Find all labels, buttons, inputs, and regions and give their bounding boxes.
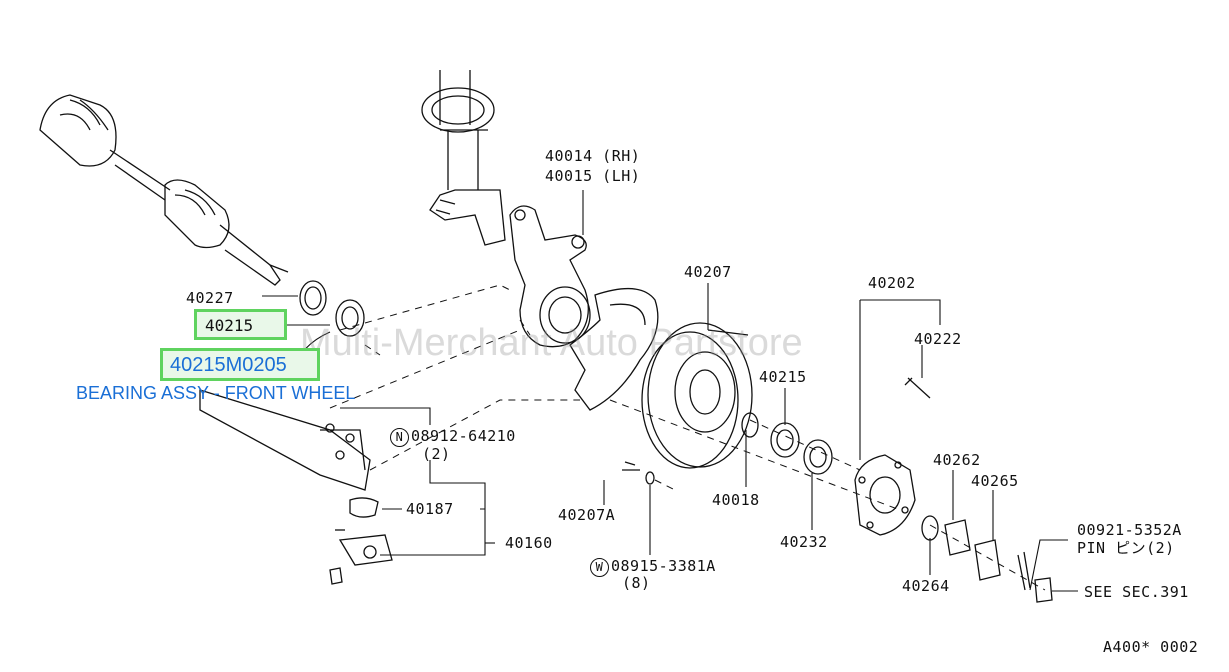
label-see-sec-391: SEE SEC.391 [1084, 583, 1189, 601]
part-number-label[interactable]: 40215M0205 [170, 354, 287, 376]
callout-08915-qty: (8) [622, 574, 651, 592]
highlight-ref-label[interactable]: 40215 [205, 316, 254, 335]
label-40264: 40264 [902, 577, 950, 595]
part-number-box[interactable] [160, 348, 320, 381]
label-40187: 40187 [406, 500, 454, 518]
label-40232: 40232 [780, 533, 828, 551]
diagram-code: A400* 0002 [1103, 638, 1199, 656]
strut-drawing [421, 70, 506, 246]
label-00921-5352a: 00921-5352A [1077, 521, 1182, 539]
drive-shaft-drawing [39, 94, 289, 286]
label-40222: 40222 [914, 330, 962, 348]
label-40202: 40202 [868, 274, 916, 292]
store-watermark: Multi-Merchant Auto Partstore [300, 322, 803, 364]
label-40227: 40227 [186, 289, 234, 307]
bearing-drawings [299, 280, 1053, 603]
wheel-hub-drawing [854, 454, 916, 536]
steering-knuckle-drawing [509, 205, 591, 348]
washer-part-number: 08915-3381A [611, 557, 716, 575]
label-pin: PIN ピン(2) [1077, 539, 1175, 557]
label-40215-right: 40215 [759, 368, 807, 386]
alignment-dashed-lines [329, 284, 1046, 591]
label-40014: 40014 (RH) [545, 147, 641, 165]
label-40207: 40207 [684, 263, 732, 281]
callout-08912-qty: (2) [422, 445, 451, 463]
label-40160: 40160 [505, 534, 553, 552]
brake-rotor-drawing [641, 322, 753, 469]
label-40262: 40262 [933, 451, 981, 469]
leader-lines [262, 190, 1078, 592]
label-40018: 40018 [712, 491, 760, 509]
label-40265: 40265 [971, 472, 1019, 490]
nut-marker: N [390, 428, 409, 447]
label-40207a: 40207A [558, 506, 616, 524]
label-40015: 40015 (LH) [545, 167, 641, 185]
highlight-ref-box[interactable] [194, 309, 287, 340]
dust-shield-drawing [569, 287, 659, 411]
nut-part-number: 08912-64210 [411, 427, 516, 445]
lower-arm-drawing [199, 389, 393, 585]
part-description: BEARING ASSY - FRONT WHEEL [76, 383, 356, 403]
washer-marker: W [590, 558, 609, 577]
